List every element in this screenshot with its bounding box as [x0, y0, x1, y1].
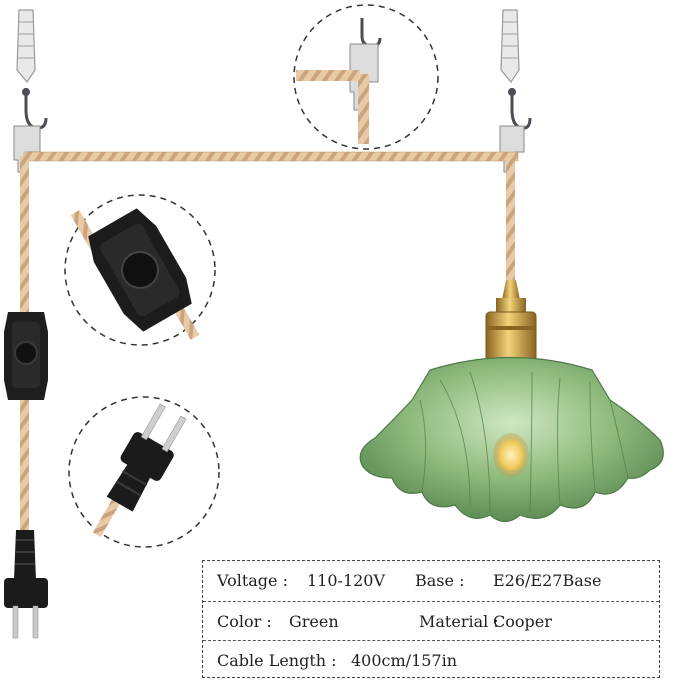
light-bulb: [493, 433, 529, 477]
voltage-value: 110-120V: [307, 571, 386, 590]
plug-detail-circle: [68, 396, 220, 548]
right-wall-anchor-icon: [500, 9, 520, 84]
color-value: Green: [289, 612, 339, 631]
cable-length-value: 400cm/157in: [351, 651, 458, 670]
spec-row-voltage-base: Voltage : 110-120V Base : E26/E27Base: [203, 561, 659, 599]
right-vertical-cord: [506, 156, 515, 286]
spec-row-cable-length: Cable Length : 400cm/157in: [203, 640, 659, 678]
dimmer-detail-circle: [64, 194, 216, 346]
left-wall-anchor-icon: [16, 9, 36, 84]
voltage-label: Voltage :: [217, 571, 288, 590]
left-lower-cord: [20, 395, 29, 535]
power-plug-icon: [4, 530, 48, 639]
pendant-lamp: [359, 280, 664, 523]
material-value: Cooper: [493, 612, 552, 631]
cable-length-label: Cable Length :: [217, 651, 337, 670]
horizontal-cord: [23, 151, 519, 162]
specification-table: Voltage : 110-120V Base : E26/E27Base Co…: [202, 560, 660, 678]
hook-detail-circle: [293, 4, 439, 150]
color-label: Color :: [217, 612, 272, 631]
left-vertical-cord: [20, 156, 29, 316]
base-label: Base :: [415, 571, 465, 590]
inline-dimmer-switch-icon: [4, 312, 48, 400]
base-value: E26/E27Base: [493, 571, 602, 590]
spec-row-color-material: Color : Green Material : Cooper: [203, 601, 659, 639]
material-label: Material :: [419, 612, 499, 631]
